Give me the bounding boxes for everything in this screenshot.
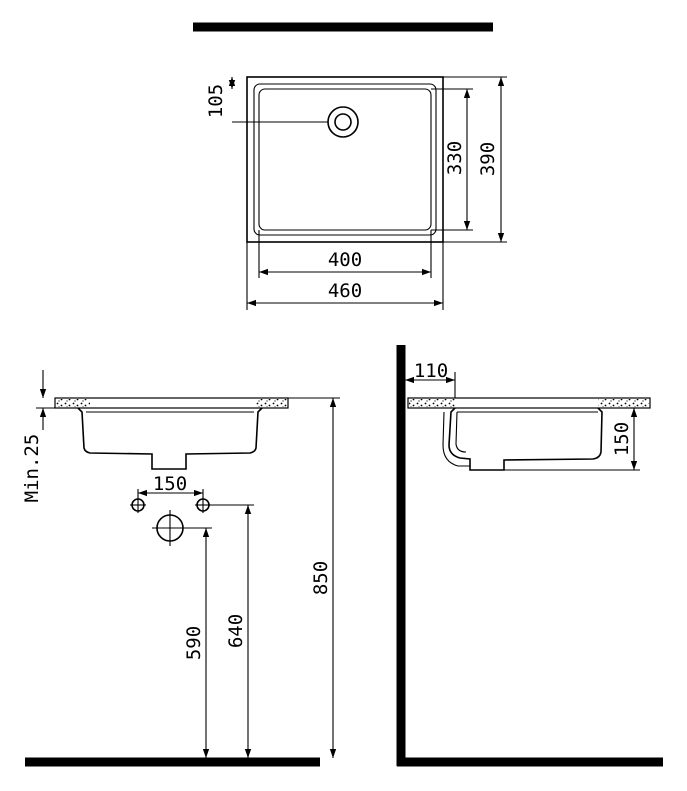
front-view: Min.25 150 590 640 850 bbox=[21, 370, 340, 767]
countertop-stone-left bbox=[56, 399, 90, 407]
dim-label-min25: Min.25 bbox=[21, 434, 43, 503]
dim-label-390: 390 bbox=[477, 142, 499, 176]
countertop-stone-right bbox=[255, 399, 287, 407]
basin-inner-rim bbox=[253, 83, 437, 236]
dim-label-330: 330 bbox=[444, 141, 466, 175]
dim-label-110: 110 bbox=[414, 360, 448, 382]
dim-label-105: 105 bbox=[205, 84, 227, 118]
dim-label-400: 400 bbox=[328, 249, 362, 271]
basin-outer-rim bbox=[246, 76, 444, 243]
drain-inner-ring bbox=[334, 113, 352, 131]
drain-outer-ring bbox=[327, 106, 359, 138]
countertop-side bbox=[407, 397, 651, 409]
basin-side-profile bbox=[448, 407, 603, 471]
basin-side-outer-back bbox=[442, 411, 470, 467]
basin-side-inner bbox=[455, 411, 467, 453]
countertop-side-stone-left bbox=[409, 399, 455, 407]
countertop-side-stone-right bbox=[598, 399, 649, 407]
side-view: 110 150 bbox=[396, 345, 663, 767]
countertop-front bbox=[54, 397, 289, 409]
dim-label-150-front: 150 bbox=[153, 473, 187, 495]
basin-bowl bbox=[258, 88, 432, 231]
top-view: 105 330 390 400 460 bbox=[193, 22, 507, 310]
dim-label-850: 850 bbox=[310, 561, 332, 595]
dim-label-640: 640 bbox=[225, 614, 247, 648]
dim-label-150-side: 150 bbox=[611, 422, 633, 456]
dim-label-590: 590 bbox=[183, 626, 205, 660]
dim-label-460: 460 bbox=[328, 280, 362, 302]
basin-front-profile bbox=[77, 407, 263, 470]
